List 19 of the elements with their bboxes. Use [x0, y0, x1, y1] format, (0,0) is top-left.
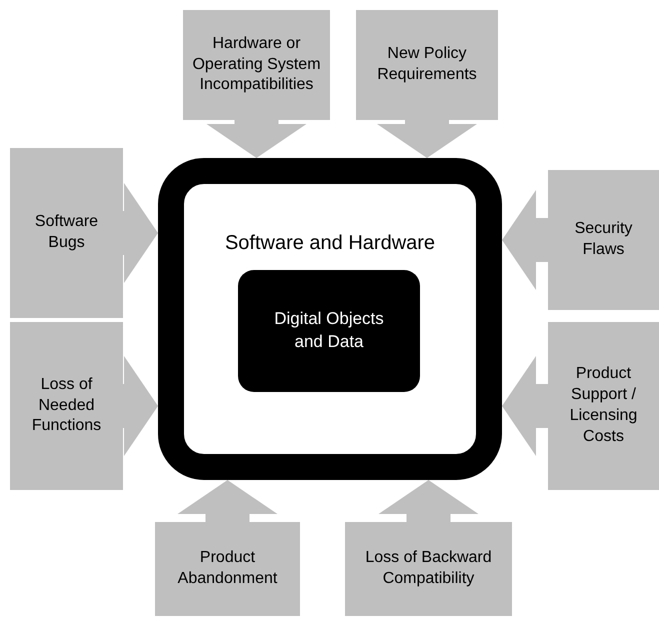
- cause-box: Product Abandonment: [155, 522, 300, 616]
- block-arrow: [123, 356, 158, 456]
- block-arrow: [378, 480, 478, 522]
- block-arrow: [377, 120, 477, 158]
- cause-box: Product Support / Licensing Costs: [548, 322, 659, 490]
- frame-title: Software and Hardware: [224, 232, 436, 255]
- block-arrow: [123, 183, 158, 283]
- cause-box: Software Bugs: [10, 148, 123, 318]
- cause-box: Hardware or Operating System Incompatibilities: [183, 10, 330, 120]
- block-arrow: [502, 190, 548, 290]
- cause-box: Loss of Backward Compatibility: [345, 522, 512, 616]
- cause-box: Security Flaws: [548, 170, 659, 310]
- system-frame: [158, 158, 502, 480]
- cause-box: New Policy Requirements: [356, 10, 498, 120]
- cause-box: Loss of Needed Functions: [10, 322, 123, 490]
- block-arrow: [502, 356, 548, 456]
- block-arrow: [206, 120, 306, 158]
- core-box: Digital Objects and Data: [238, 270, 420, 392]
- block-arrow: [178, 480, 278, 522]
